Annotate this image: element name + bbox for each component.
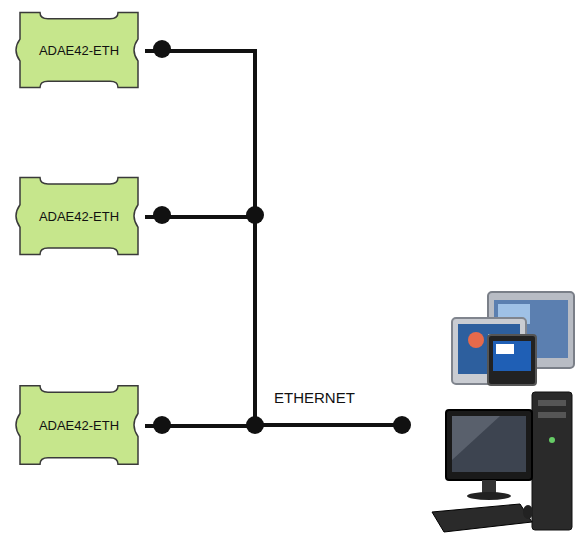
personal-computer <box>432 392 572 532</box>
network-label: ETHERNET <box>272 389 357 406</box>
junction-dot <box>393 416 411 434</box>
junction-dot <box>153 206 171 224</box>
device-module: ADAE42-ETH <box>12 11 146 89</box>
device-module: ADAE42-ETH <box>12 384 146 466</box>
junction-dot <box>153 40 171 58</box>
module-name: ADAE42-ETH <box>39 43 119 58</box>
module-name: ADAE42-ETH <box>39 209 119 224</box>
junction-dot <box>153 416 171 434</box>
ethernet-wire <box>145 51 255 426</box>
hmi-panels <box>452 292 574 385</box>
junction-dot <box>246 416 264 434</box>
module-name: ADAE42-ETH <box>39 418 119 433</box>
device-module: ADAE42-ETH <box>12 176 146 256</box>
junction-dot <box>246 206 264 224</box>
ethernet-wire <box>255 423 402 427</box>
ethernet-wire <box>145 217 255 426</box>
